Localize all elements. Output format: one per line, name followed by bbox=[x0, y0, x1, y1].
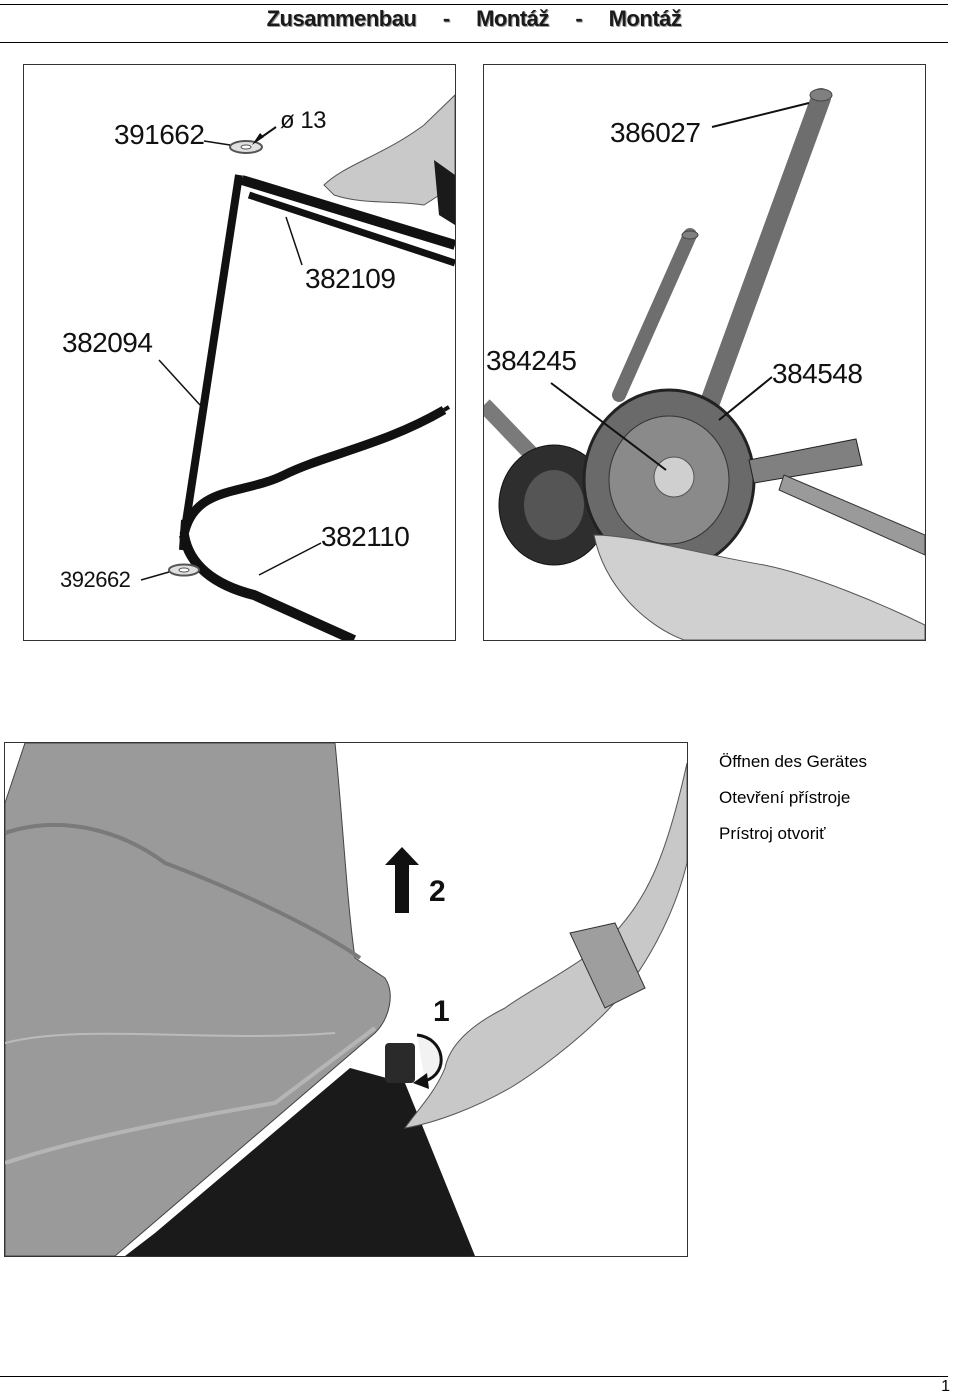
instructions: Öffnen des Gerätes Otevření přístroje Pr… bbox=[719, 744, 867, 852]
label-handle-tube: 382109 bbox=[305, 263, 396, 294]
header-bottom-rule bbox=[0, 42, 948, 43]
frame-assembly-illustration bbox=[140, 94, 455, 640]
label-push-tube: 386027 bbox=[610, 117, 701, 148]
page-number: 1 bbox=[941, 1378, 950, 1395]
page-header: Zusammenbau - Montáž - Montáž bbox=[0, 6, 948, 32]
title-separator: - bbox=[575, 6, 583, 31]
footer-rule bbox=[0, 1376, 948, 1377]
open-device-photo: 2 1 bbox=[4, 742, 688, 1257]
label-washer-bottom: 392662 bbox=[60, 567, 131, 592]
label-diameter: ø 13 bbox=[280, 107, 327, 134]
wheel-assembly-illustration bbox=[484, 88, 925, 640]
frame-assembly-photo: 391662 ø 13 382109 382094 392662 382110 bbox=[23, 64, 456, 641]
label-washer-top: 391662 bbox=[114, 119, 205, 150]
title-slovak: Montáž bbox=[608, 6, 682, 31]
rotate-arrow-icon bbox=[416, 1033, 443, 1083]
instruction-german: Öffnen des Gerätes bbox=[719, 752, 868, 771]
open-device-illustration bbox=[5, 743, 687, 1256]
label-base-frame: 382110 bbox=[321, 521, 410, 552]
title-separator: - bbox=[442, 6, 450, 31]
label-wheel: 384548 bbox=[772, 358, 863, 389]
arrow-up-icon bbox=[385, 847, 419, 913]
step-two-label: 2 bbox=[429, 875, 446, 908]
title-german: Zusammenbau bbox=[266, 6, 417, 31]
header-top-rule bbox=[0, 4, 948, 5]
label-hub-cap: 384245 bbox=[486, 345, 577, 376]
instruction-czech: Otevření přístroje bbox=[719, 788, 851, 807]
title-czech: Montáž bbox=[476, 6, 549, 31]
step-one-label: 1 bbox=[433, 995, 450, 1028]
wheel-assembly-photo: 386027 384245 384548 bbox=[483, 64, 926, 641]
instruction-slovak: Prístroj otvoriť bbox=[719, 824, 826, 843]
label-leg-left: 382094 bbox=[62, 327, 153, 358]
